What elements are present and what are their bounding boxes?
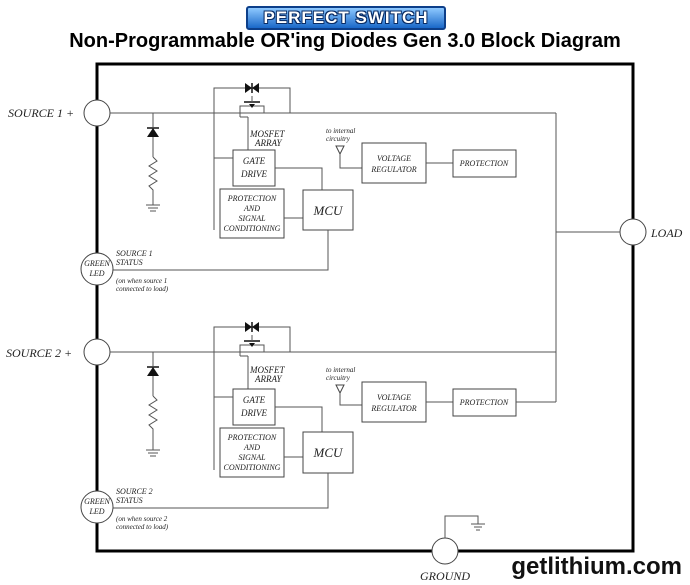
svg-text:STATUS: STATUS <box>116 496 143 505</box>
svg-text:GREEN: GREEN <box>84 259 110 268</box>
module-outline <box>95 62 635 553</box>
svg-text:connected to load): connected to load) <box>116 523 169 531</box>
svg-text:AND: AND <box>243 443 260 452</box>
svg-text:PROTECTION: PROTECTION <box>227 194 277 203</box>
source2-terminal <box>83 338 111 366</box>
mcu-label-2: MCU <box>313 445 345 460</box>
svg-text:VOLTAGE: VOLTAGE <box>377 393 411 402</box>
load-terminal <box>619 218 647 246</box>
page-title: Non-Programmable OR'ing Diodes Gen 3.0 B… <box>69 30 621 52</box>
svg-text:SIGNAL: SIGNAL <box>238 453 266 462</box>
array-label-2: ARRAY <box>254 374 282 384</box>
svg-text:to internal: to internal <box>326 366 355 374</box>
svg-text:SOURCE 1: SOURCE 1 <box>116 249 153 258</box>
svg-text:to internal: to internal <box>326 127 355 135</box>
perfect-switch-logo: PERFECT SWITCH <box>246 6 446 30</box>
mosfet-label-2: MOSFET <box>249 365 285 375</box>
source1-label: SOURCE 1 + <box>8 106 74 120</box>
svg-text:PROTECTION: PROTECTION <box>459 159 509 168</box>
svg-text:CONDITIONING: CONDITIONING <box>224 463 281 472</box>
svg-text:connected to load): connected to load) <box>116 285 169 293</box>
svg-text:STATUS: STATUS <box>116 258 143 267</box>
svg-text:AND: AND <box>243 204 260 213</box>
svg-text:SOURCE 2: SOURCE 2 <box>116 487 153 496</box>
svg-text:LED: LED <box>88 269 104 278</box>
svg-text:REGULATOR: REGULATOR <box>370 165 416 174</box>
website-link[interactable]: getlithium.com <box>511 553 682 580</box>
svg-text:PROTECTION: PROTECTION <box>459 398 509 407</box>
svg-text:GREEN: GREEN <box>84 497 110 506</box>
channel-1: MOSFET ARRAY GATE DRIVE PROTECTION AND S… <box>80 82 556 293</box>
svg-text:(on when source 1: (on when source 1 <box>116 277 167 285</box>
mosfet-label-1: MOSFET <box>249 129 285 139</box>
svg-text:CONDITIONING: CONDITIONING <box>224 224 281 233</box>
drive-label-2: DRIVE <box>240 408 267 418</box>
svg-text:REGULATOR: REGULATOR <box>370 404 416 413</box>
gate-label-2: GATE <box>243 395 266 405</box>
ground-terminal <box>431 537 459 565</box>
svg-text:VOLTAGE: VOLTAGE <box>377 154 411 163</box>
source1-terminal <box>83 99 111 127</box>
svg-text:(on when source 2: (on when source 2 <box>116 515 168 523</box>
gate-label-1: GATE <box>243 156 266 166</box>
svg-text:circuitry: circuitry <box>326 135 351 143</box>
drive-label-1: DRIVE <box>240 169 267 179</box>
svg-text:PROTECTION: PROTECTION <box>227 433 277 442</box>
source2-label: SOURCE 2 + <box>6 346 72 360</box>
array-label-1: ARRAY <box>254 138 282 148</box>
ground-label: GROUND <box>420 569 470 583</box>
svg-text:SIGNAL: SIGNAL <box>238 214 266 223</box>
load-label: LOAD <box>650 226 683 240</box>
ground-symbol <box>444 515 485 538</box>
svg-text:LED: LED <box>88 507 104 516</box>
channel-2: MOSFET ARRAY GATE DRIVE PROTECTION AND S… <box>80 321 557 531</box>
logo-text: PERFECT SWITCH <box>263 8 429 27</box>
svg-text:circuitry: circuitry <box>326 374 351 382</box>
mcu-label-1: MCU <box>313 203 345 218</box>
